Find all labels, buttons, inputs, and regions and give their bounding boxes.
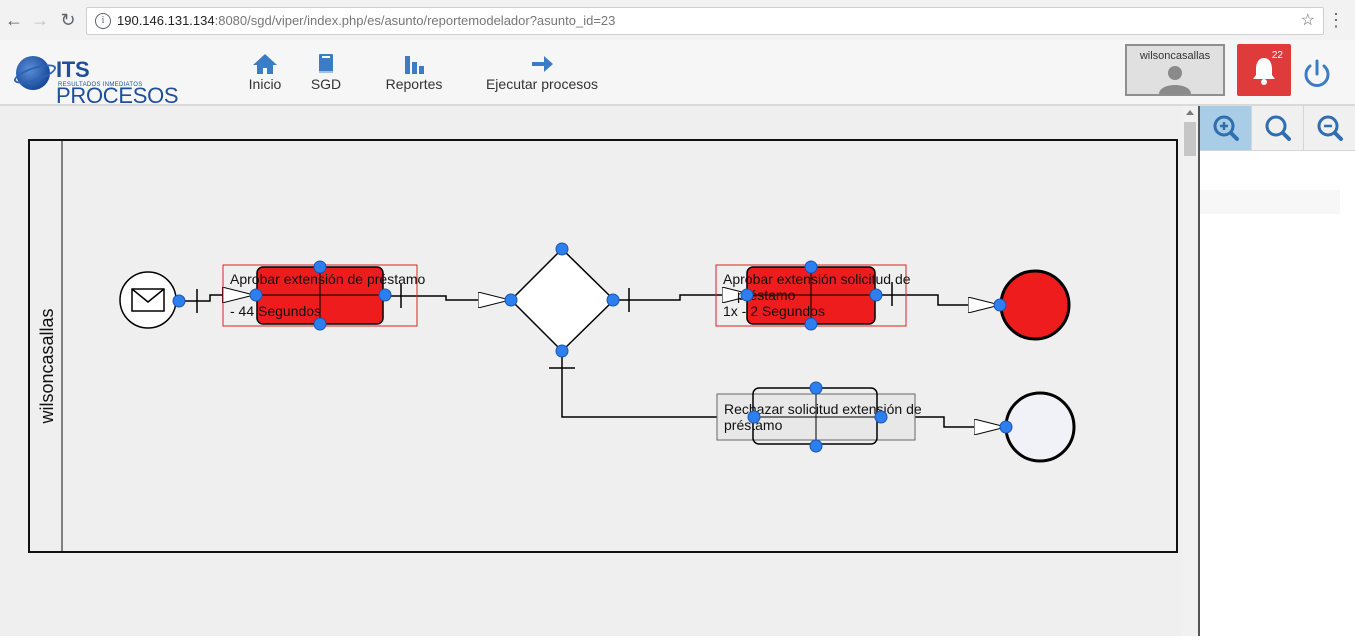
url-text: 190.146.131.134:8080/sgd/viper/index.php…: [117, 13, 616, 28]
zoom-in-button[interactable]: [1200, 106, 1252, 150]
bell-icon: [1253, 58, 1275, 85]
task-label-cont: préstamo: [724, 417, 783, 433]
lane-label: wilsoncasallas: [37, 308, 57, 424]
scroll-thumb[interactable]: [1184, 122, 1196, 156]
panel-strip: [1200, 190, 1340, 214]
zoom-out-button[interactable]: [1304, 106, 1355, 150]
zoom-reset-button[interactable]: [1252, 106, 1304, 150]
zoom-reset-icon: [1265, 115, 1291, 141]
end-event-reached[interactable]: [999, 269, 1071, 341]
task-label: Aprobar extensión solicitud de: [723, 271, 911, 287]
address-bar[interactable]: i 190.146.131.134:8080/sgd/viper/index.p…: [86, 7, 1324, 35]
menu-label: Inicio: [248, 76, 282, 92]
notifications-button[interactable]: 22: [1237, 44, 1291, 96]
menu-label: Ejecutar procesos: [485, 76, 599, 92]
logo-brand: ITS PROCESOS: [56, 57, 179, 108]
pool: [28, 139, 1178, 553]
envelope-icon: [131, 288, 165, 312]
app-header: ITS PROCESOS RESULTADOS INMEDIATOS Inici…: [0, 40, 1355, 108]
reload-icon[interactable]: ↻: [60, 10, 76, 30]
menu-label: Reportes: [385, 76, 443, 92]
exclusive-gateway[interactable]: [509, 247, 616, 353]
vertical-scrollbar[interactable]: [1182, 106, 1198, 636]
process-canvas[interactable]: wilsoncasallas Apr: [0, 106, 1182, 636]
flow-task2-end[interactable]: [876, 294, 1000, 305]
user-silhouette-icon: [1159, 66, 1191, 94]
kebab-menu-icon[interactable]: ⋮: [1327, 10, 1345, 30]
flow-gateway-task2[interactable]: [614, 295, 754, 300]
bar-chart-icon: [405, 56, 424, 74]
notification-count: 22: [1271, 50, 1283, 61]
arrow-right-icon: [532, 56, 553, 72]
power-icon[interactable]: [1300, 58, 1334, 92]
logo-tagline: RESULTADOS INMEDIATOS: [58, 82, 143, 88]
back-arrow-icon[interactable]: ←: [5, 10, 23, 30]
star-icon[interactable]: ☆: [1300, 12, 1315, 29]
connection-handles[interactable]: [172, 242, 1013, 453]
menu-sgd[interactable]: SGD: [304, 52, 348, 92]
forward-arrow-icon[interactable]: →: [31, 10, 49, 30]
user-profile-box[interactable]: wilsoncasallas: [1125, 44, 1225, 96]
bpmn-diagram: wilsoncasallas Apr: [28, 139, 1178, 553]
info-icon[interactable]: i: [95, 13, 111, 29]
task-label: Aprobar extensión de préstamo: [230, 271, 426, 287]
task-duration: 1x - 2 Segundos: [723, 303, 825, 319]
browser-toolbar: ← → ↻ i 190.146.131.134:8080/sgd/viper/i…: [0, 0, 1355, 41]
side-panel: [1198, 106, 1355, 636]
book-icon: [319, 54, 333, 73]
zoom-toolbar: [1200, 106, 1355, 151]
task-label: Rechazar solicitud extensión de: [724, 401, 922, 417]
menu-reportes[interactable]: Reportes: [380, 52, 448, 92]
start-event[interactable]: [119, 271, 177, 329]
menu-inicio[interactable]: Inicio: [240, 52, 290, 92]
username: wilsoncasallas: [1139, 50, 1211, 62]
logo[interactable]: ITS PROCESOS RESULTADOS INMEDIATOS: [16, 56, 216, 108]
task-duration: - 44 Segundos: [230, 303, 321, 319]
zoom-in-icon: [1213, 115, 1239, 141]
flow-gateway-task3[interactable]: [561, 351, 754, 417]
zoom-out-icon: [1317, 115, 1343, 141]
home-icon: [253, 54, 277, 74]
flow-start-task1[interactable]: [179, 295, 254, 301]
menu-label: SGD: [310, 76, 342, 92]
end-event-not-reached[interactable]: [1004, 391, 1076, 463]
flow-task1-gateway[interactable]: [385, 296, 510, 300]
scroll-up-arrow-icon[interactable]: [1186, 110, 1194, 115]
menu-ejecutar-procesos[interactable]: Ejecutar procesos: [480, 52, 604, 92]
globe-icon: [16, 56, 50, 90]
